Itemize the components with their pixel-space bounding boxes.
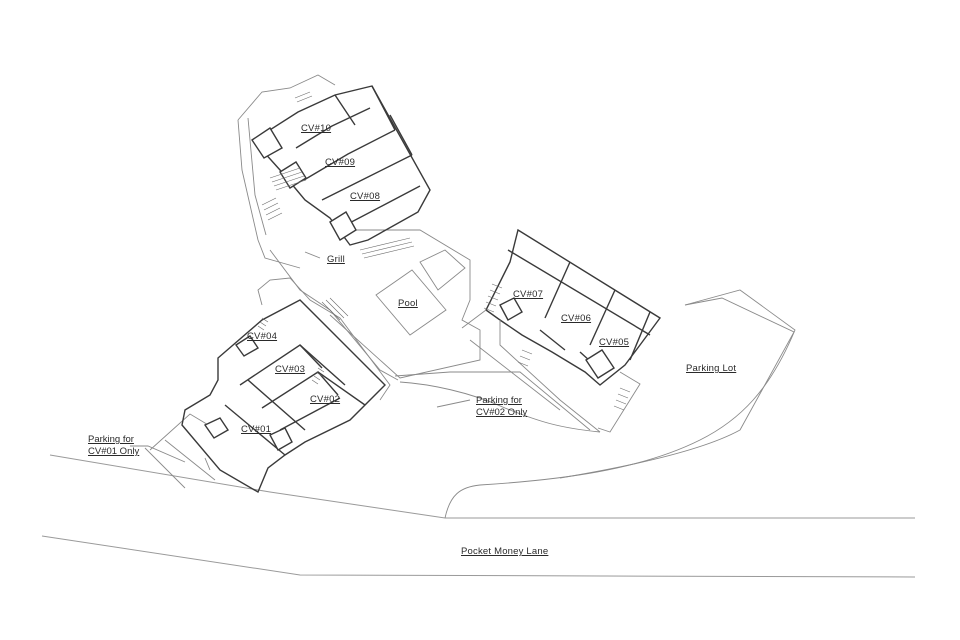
parking-note-cv02: Parking for CV#02 Only: [476, 395, 527, 419]
unit-label-cv05: CV#05: [599, 337, 630, 348]
leader-lines: [130, 251, 471, 463]
pool-label: Pool: [398, 298, 418, 309]
building-east: [461, 228, 662, 433]
building-west: [181, 277, 391, 494]
unit-label-cv06: CV#06: [561, 313, 592, 324]
unit-label-cv03: CV#03: [275, 364, 306, 375]
unit-label-cv01: CV#01: [241, 424, 272, 435]
pool: [375, 269, 447, 336]
grill-label: Grill: [327, 254, 345, 265]
plaza-walkways: [269, 229, 481, 381]
parking-lot-label: Parking Lot: [686, 363, 737, 374]
parking-lot-outline: [559, 297, 795, 479]
unit-label-cv07: CV#07: [513, 289, 544, 300]
driveway-outline: [144, 289, 796, 519]
road-pocket-money-lane: [41, 454, 916, 578]
unit-label-cv02: CV#02: [310, 394, 341, 405]
road-label: Pocket Money Lane: [461, 546, 549, 557]
building-north: [237, 74, 431, 269]
parking-note-cv02-line1: Parking for: [476, 395, 522, 406]
parking-note-cv01: Parking for CV#01 Only: [88, 434, 139, 458]
parking-note-cv01-line1: Parking for: [88, 434, 134, 445]
unit-label-cv08: CV#08: [350, 191, 381, 202]
unit-label-cv10: CV#10: [301, 123, 332, 134]
parking-note-cv01-line2: CV#01 Only: [88, 446, 140, 457]
parking-note-cv02-line2: CV#02 Only: [476, 407, 528, 418]
unit-label-cv04: CV#04: [247, 331, 278, 342]
unit-label-cv09: CV#09: [325, 157, 356, 168]
